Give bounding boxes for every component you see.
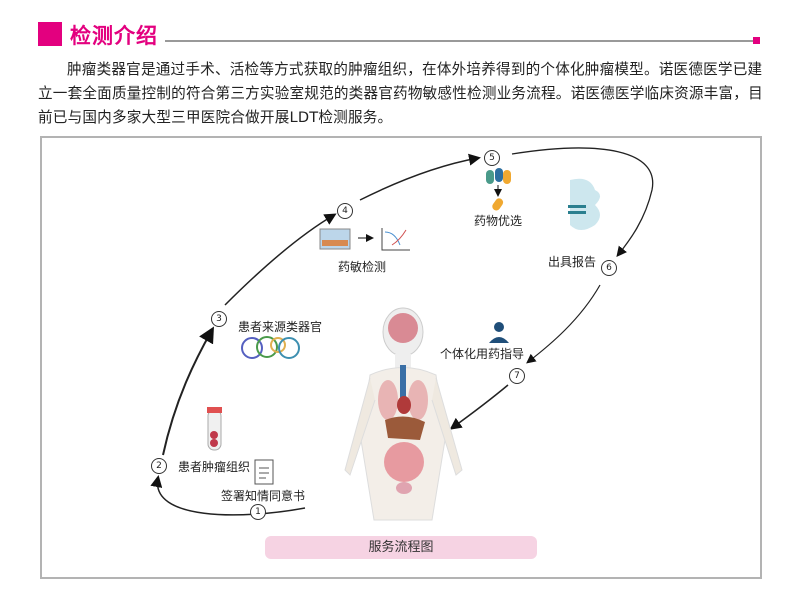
step-6-number: 6 xyxy=(601,260,617,276)
diagram-frame xyxy=(40,136,762,579)
flow-arrows xyxy=(150,147,654,516)
step-7-number: 7 xyxy=(509,368,525,384)
step-6-label: 出具报告 xyxy=(548,255,597,269)
report-icon xyxy=(563,175,609,237)
header-marker xyxy=(38,22,62,46)
test-tube-icon xyxy=(207,407,222,451)
step-2-number: 2 xyxy=(151,458,167,474)
organoid-icon xyxy=(241,336,300,359)
consent-form-icon xyxy=(254,459,274,485)
capsule-icon xyxy=(492,198,504,211)
step-5-number: 5 xyxy=(484,150,500,166)
step-2-label: 患者肿瘤组织 xyxy=(178,460,251,474)
step-4-label: 药敏检测 xyxy=(338,260,387,274)
step-3-number: 3 xyxy=(211,311,227,327)
step-7-label: 个体化用药指导 xyxy=(440,347,525,361)
header-divider xyxy=(165,40,753,42)
arrow-7-body xyxy=(449,384,509,430)
dose-curve-icon xyxy=(381,228,410,251)
arrow-3-4 xyxy=(224,213,337,306)
section-title: 检测介绍 xyxy=(70,24,158,48)
arrow-2-3 xyxy=(162,326,214,456)
drug-plate-icon xyxy=(319,228,351,250)
arrow-1-2 xyxy=(150,475,306,516)
step-5-label: 药物优选 xyxy=(474,214,523,228)
arrow-6-7 xyxy=(526,284,601,364)
step-3-label: 患者来源类器官 xyxy=(238,320,323,334)
step-1-number: 1 xyxy=(250,504,266,520)
arrow-4-5 xyxy=(359,153,481,201)
intro-paragraph: 肿瘤类器官是通过手术、活检等方式获取的肿瘤组织，在体外培养得到的个体化肿瘤模型。… xyxy=(38,61,763,126)
diagram-caption: 服务流程图 xyxy=(265,536,537,559)
capsules-icon xyxy=(486,168,511,184)
doctor-icon xyxy=(489,322,509,343)
arrow-5-6 xyxy=(511,147,654,258)
human-body-illustration xyxy=(344,307,463,521)
header-divider-end xyxy=(753,37,760,44)
step-1-label: 签署知情同意书 xyxy=(221,489,306,503)
step-4-number: 4 xyxy=(337,203,353,219)
